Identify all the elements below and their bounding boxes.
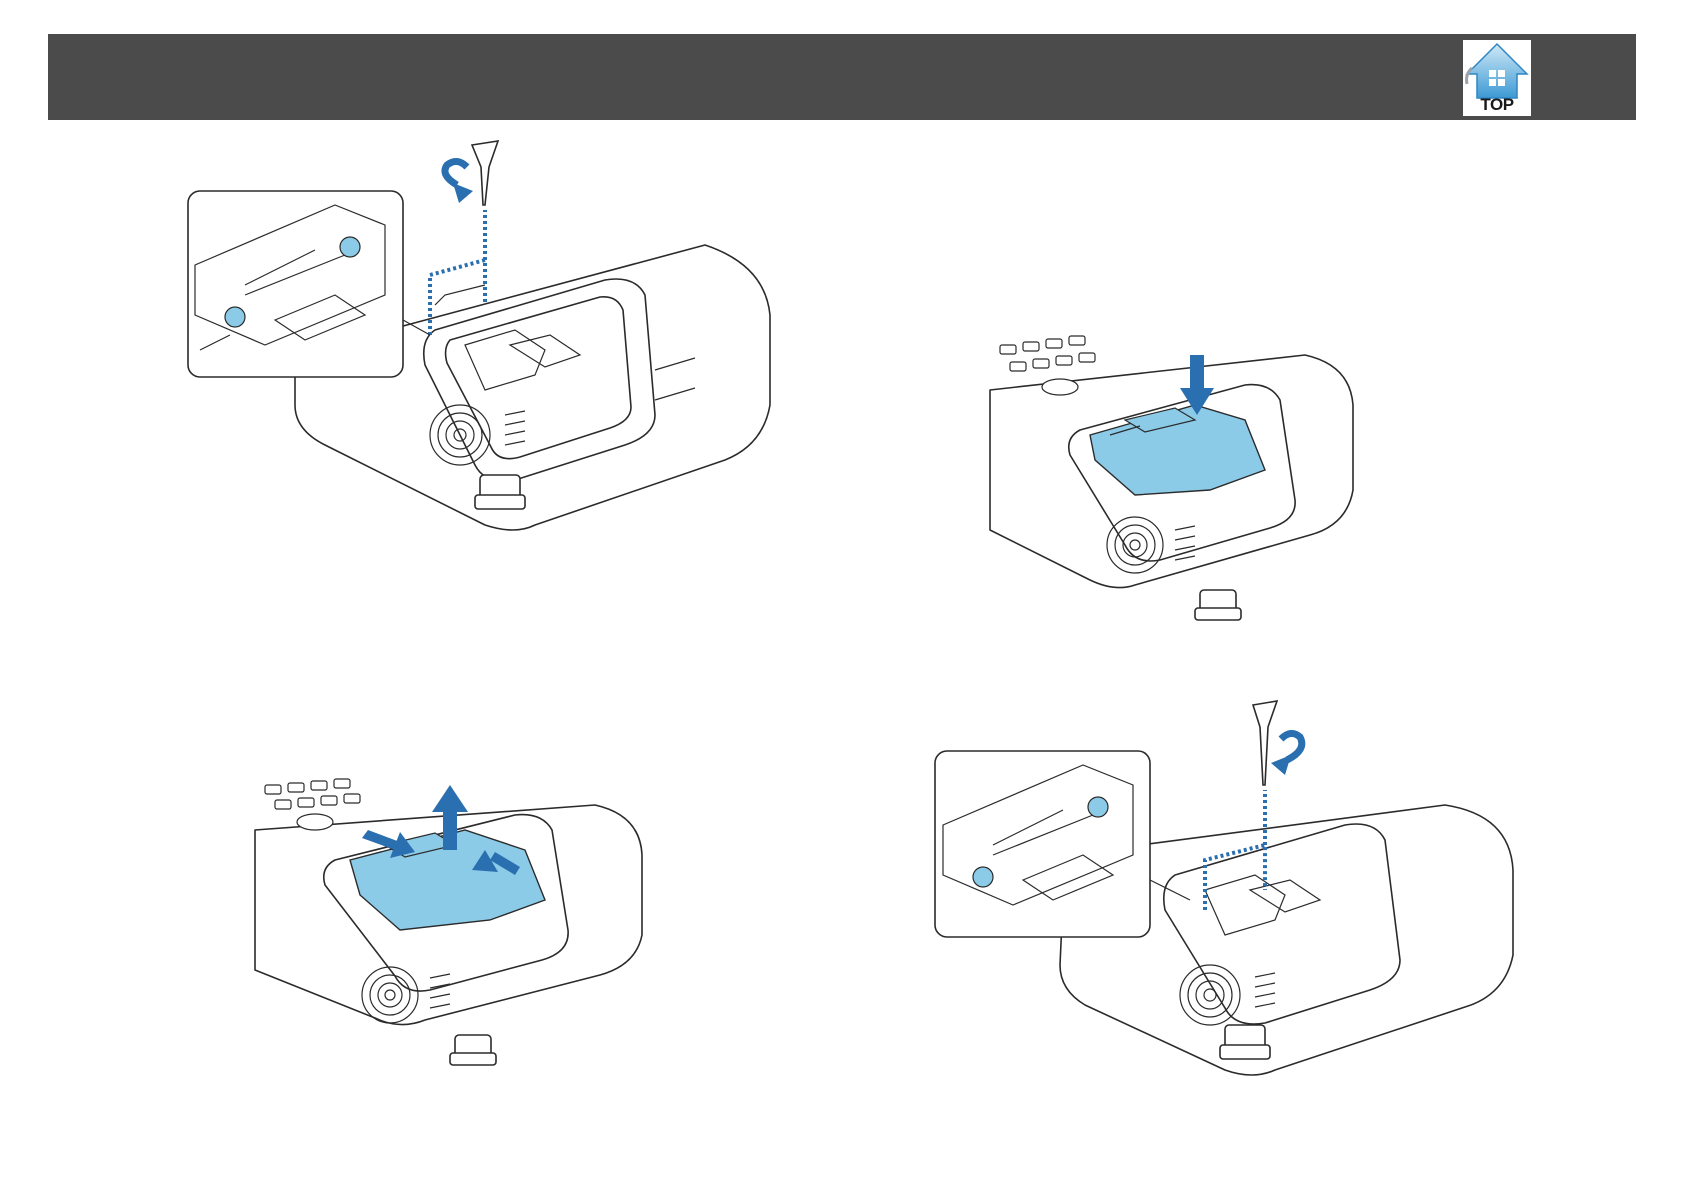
counterclockwise-arrow-icon	[445, 161, 473, 203]
figure-tighten-lamp-screws	[935, 705, 1535, 1115]
top-button-label: TOP	[1463, 95, 1531, 115]
figure-remove-old-lamp	[250, 790, 710, 1100]
clockwise-arrow-icon	[1271, 733, 1302, 775]
screw-detail-inset	[188, 191, 430, 377]
screwdriver-icon	[472, 141, 498, 205]
screwdriver-icon	[1253, 701, 1277, 785]
figure-loosen-lamp-screws	[185, 145, 785, 555]
header-bar	[48, 34, 1636, 120]
figure-insert-new-lamp	[985, 350, 1445, 660]
top-button[interactable]: TOP	[1463, 40, 1531, 116]
